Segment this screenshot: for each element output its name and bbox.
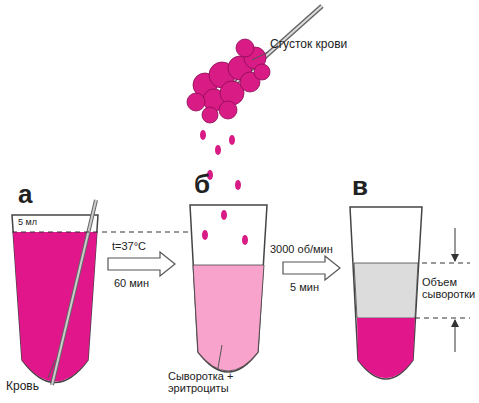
part-letter: а [18,180,32,209]
callout-label: Сгусток крови [270,38,347,51]
callout-label: Объем сыворотки [422,276,476,300]
level-line [422,263,470,264]
test-tube [190,205,267,372]
dimension-arrow [455,320,456,352]
serum-layer [354,263,418,318]
condition-label: 3000 об/мин [270,243,333,255]
callout-label: Кровь [6,380,39,393]
process-arrow [108,252,175,276]
level-line [415,318,470,319]
condition-label: 5 мин [290,281,319,293]
glass-rod [52,200,96,385]
part-letter: в [352,172,368,201]
glass-rod-highlight [52,200,96,385]
condition-label: t=37°C [112,240,146,252]
volume-label: 5 мл [16,218,39,228]
level-line [12,232,200,233]
dimension-arrow [455,228,456,261]
erythrocyte-layer [357,318,415,378]
leader-line [252,52,268,60]
leader-line [218,345,222,368]
callout-label: Сыворотка + эритроциты [168,370,288,394]
leader-line [48,360,55,378]
test-tube [350,207,422,379]
blood-clot [187,39,270,123]
process-arrow [283,256,340,280]
condition-label: 60 мин [114,277,149,289]
part-letter: б [194,170,210,199]
serum-fill [193,265,264,371]
